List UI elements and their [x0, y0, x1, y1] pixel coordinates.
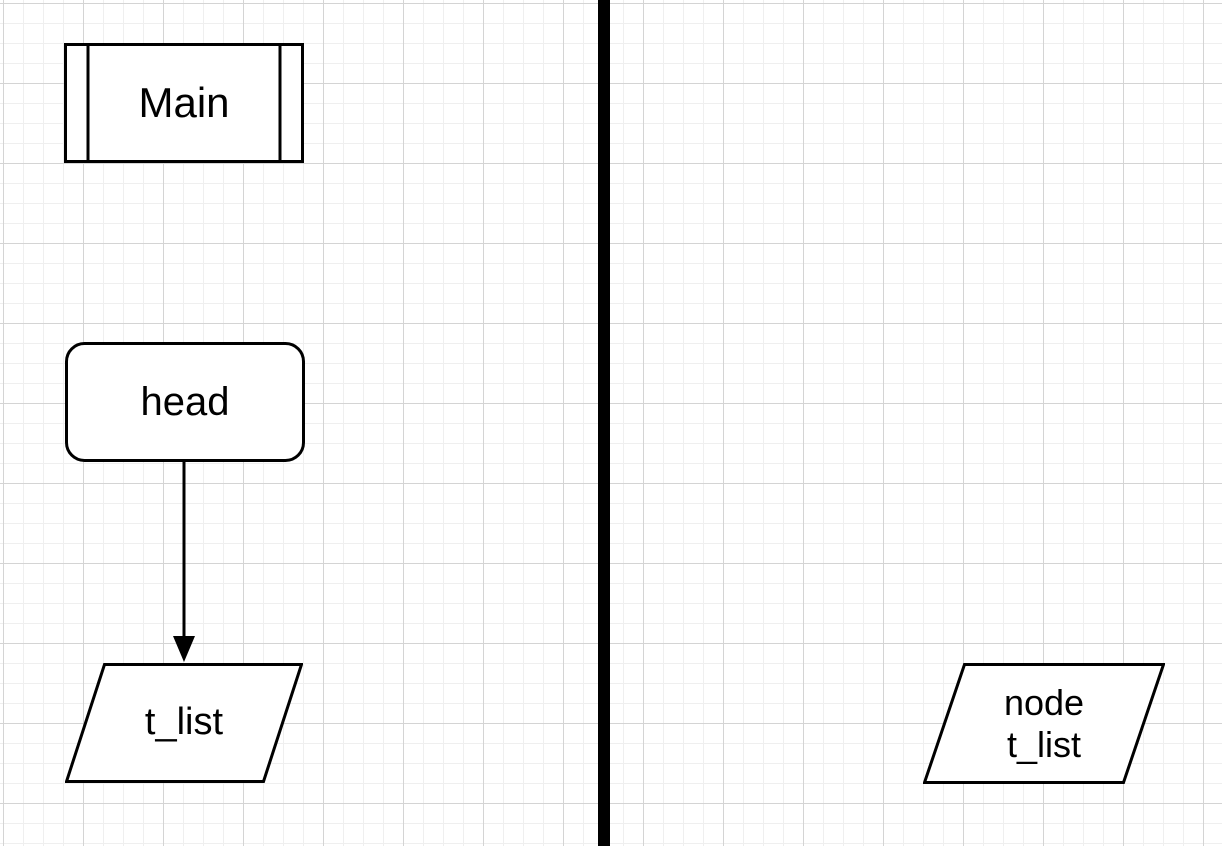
parallelogram-shape-outline — [65, 663, 303, 783]
rounded-rect-shape-outline — [65, 342, 305, 462]
node-node-tlist[interactable]: node t_list — [923, 663, 1165, 784]
node-node-tlist-label-line2: t_list — [1006, 723, 1082, 765]
node-main[interactable]: Main — [64, 43, 304, 163]
parallelogram-shape-outline — [923, 663, 1165, 784]
page-divider[interactable] — [598, 0, 610, 846]
node-head[interactable]: head — [65, 342, 305, 462]
node-head-label: head — [140, 380, 230, 424]
parallelogram — [65, 663, 303, 783]
edge-head-to-tlist[interactable] — [170, 462, 198, 664]
node-node-tlist-label-line1: node — [1003, 681, 1085, 723]
parallelogram — [923, 663, 1165, 784]
subroutine-shape-outline — [64, 43, 304, 163]
subroutine-rect — [64, 43, 304, 163]
node-tlist-label: t_list — [144, 701, 224, 744]
node-tlist[interactable]: t_list — [65, 663, 303, 783]
node-node-tlist-label: node t_list — [1004, 682, 1084, 766]
rounded-rect — [65, 342, 305, 462]
node-main-label: Main — [138, 78, 230, 126]
arrowhead-down-icon — [173, 636, 195, 662]
